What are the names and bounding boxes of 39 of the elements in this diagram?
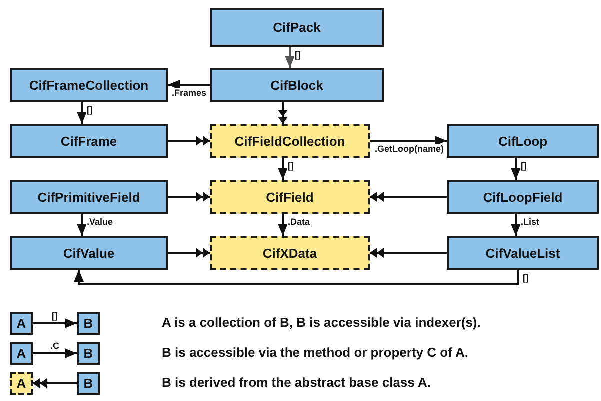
class-box: CifLoop <box>447 124 599 158</box>
edge-label: [] <box>287 161 295 172</box>
class-box: CifValueList <box>447 236 599 270</box>
arrow <box>511 158 521 180</box>
legend-class-box: B <box>77 342 100 365</box>
edge-label: [] <box>294 50 302 61</box>
legend-class-box: A <box>10 312 33 335</box>
edge-label: .Frames <box>171 88 208 99</box>
legend-description: A is a collection of B, B is accessible via indexer(s). <box>162 315 481 330</box>
legend-description: B is derived from the abstract base class A. <box>162 375 432 390</box>
class-box: CifFrameCollection <box>10 68 168 102</box>
edge-label: .Value <box>86 217 114 228</box>
class-box: CifLoopField <box>447 180 599 214</box>
arrow <box>77 102 87 124</box>
legend-class-box: B <box>77 312 100 335</box>
class-box: CifPrimitiveField <box>10 180 168 214</box>
arrow <box>33 318 77 328</box>
class-box: CifBlock <box>210 68 384 102</box>
abstract-class-box: CifField <box>210 180 370 214</box>
edge-label: .C <box>50 340 60 352</box>
legend-description: B is accessible via the method or property C of A. <box>162 345 469 360</box>
legend-class-box: B <box>77 372 100 395</box>
arrow <box>285 47 295 68</box>
edge-label: [] <box>522 273 530 284</box>
class-box: CifValue <box>10 236 168 270</box>
edge-label: [] <box>86 105 94 116</box>
edge-label: .GetLoop(name) <box>374 144 445 155</box>
class-box: CifFrame <box>10 124 168 158</box>
edge-label: [] <box>51 310 59 322</box>
legend-class-box: A <box>10 372 33 395</box>
arrow <box>74 270 519 285</box>
arrow <box>278 158 288 180</box>
legend-class-box: A <box>10 342 33 365</box>
abstract-class-box: CifFieldCollection <box>210 124 370 158</box>
edge-label: [] <box>520 161 528 172</box>
class-box: CifPack <box>210 8 384 47</box>
edge-label: .List <box>520 217 541 228</box>
abstract-class-box: CifXData <box>210 236 370 270</box>
edge-label: .Data <box>287 217 312 228</box>
